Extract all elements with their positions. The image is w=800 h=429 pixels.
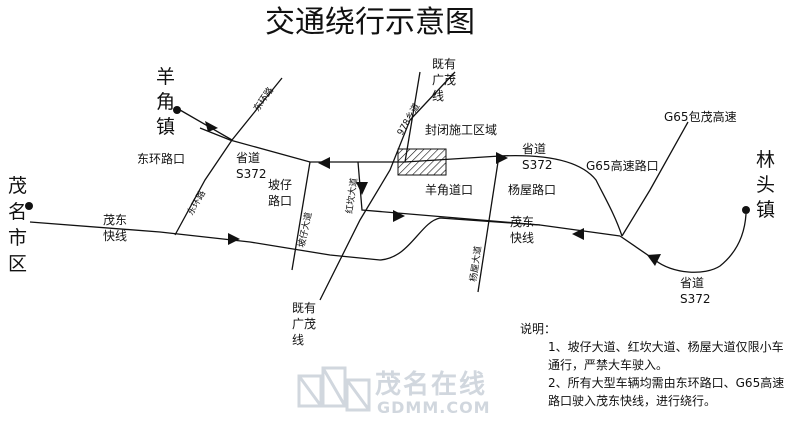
road-yangwu-avenue <box>477 161 499 293</box>
watermark-en: GDMM.COM <box>377 398 491 417</box>
road-978-county <box>404 71 421 163</box>
arrow-hongkan-east <box>393 210 405 222</box>
notes-heading: 说明： <box>520 322 557 336</box>
yangjiao-town-dot <box>173 106 181 114</box>
maoming-city-dot <box>25 202 33 210</box>
label-guangmao-bottom: 既有广茂线 <box>292 301 316 347</box>
label-g65-junction: G65高速路口 <box>586 158 659 173</box>
road-pozai-avenue <box>291 161 311 271</box>
label-maodong-express-left: 茂东快线 <box>103 213 127 243</box>
watermark-cn: 茂名在线 <box>375 370 488 400</box>
road-express-to-lintou <box>619 213 747 273</box>
label-yangwu-avenue: 杨屋大道 <box>467 245 484 282</box>
label-g65-baomao: G65包茂高速 <box>664 109 737 124</box>
label-pozai-junction: 坡仔路口 <box>268 178 292 208</box>
label-978-county-road: 978乡道 <box>394 101 422 137</box>
place-maoming-city: 茂名市区 <box>8 175 33 275</box>
arrow-express-east-left <box>228 233 240 245</box>
closed-construction-area <box>397 148 447 176</box>
map-title: 交通绕行示意图 <box>265 5 475 40</box>
road-yangjiao-link <box>179 109 233 141</box>
notes-item-2: 2、所有大型车辆均需由东环路口、G65高速路口驶入茂东快线，进行绕行。 <box>548 376 785 408</box>
road-guangmao-line <box>319 71 456 301</box>
label-guangmao-top: 既有广茂线 <box>432 57 456 103</box>
notes-panel: 说明： 1、坡仔大道、红坎大道、杨屋大道仅限小车通行，严禁大车驶入。 2、所有大… <box>520 320 790 410</box>
watermark: 茂名在线 GDMM.COM <box>295 362 525 424</box>
road-g65 <box>621 121 689 237</box>
road-maodong-express <box>29 217 621 261</box>
label-closed-area: 封闭施工区域 <box>425 123 497 137</box>
place-lintou-town: 林头镇 <box>742 149 775 221</box>
place-maoming-city-label: 茂名市区 <box>8 175 27 275</box>
label-yangjiao-junction: 羊角道口 <box>425 182 473 197</box>
label-yangwu-junction: 杨屋路口 <box>508 182 556 197</box>
place-yangjiao-town-label: 羊角镇 <box>156 66 175 138</box>
arrow-hongkan-south <box>356 182 368 195</box>
label-dong-ring: 东环路 <box>251 85 276 114</box>
arrow-express-west-right <box>572 228 584 240</box>
arrow-s372-west <box>318 157 330 169</box>
label-dong-ring-lower: 东环路 <box>184 188 208 217</box>
place-lintou-town-label: 林头镇 <box>756 149 775 221</box>
road-s372 <box>199 127 623 237</box>
arrow-to-lintou <box>647 254 661 266</box>
lintou-town-dot <box>742 206 750 214</box>
road-dong-ring <box>174 77 283 236</box>
notes-item-1: 1、坡仔大道、红坎大道、杨屋大道仅限小车通行，严禁大车驶入。 <box>548 340 784 372</box>
arrow-s372-east <box>496 152 508 164</box>
place-yangjiao-town: 羊角镇 <box>156 66 181 138</box>
label-hongkan-avenue: 红坎大道 <box>343 177 360 214</box>
watermark-logo-icon <box>297 366 371 412</box>
arrow-from-yangjiao <box>205 121 218 132</box>
road-hongkan-avenue <box>357 161 541 226</box>
label-dong-ring-junction: 东环路口 <box>137 151 185 166</box>
label-maodong-express-right: 茂东快线 <box>510 215 534 245</box>
